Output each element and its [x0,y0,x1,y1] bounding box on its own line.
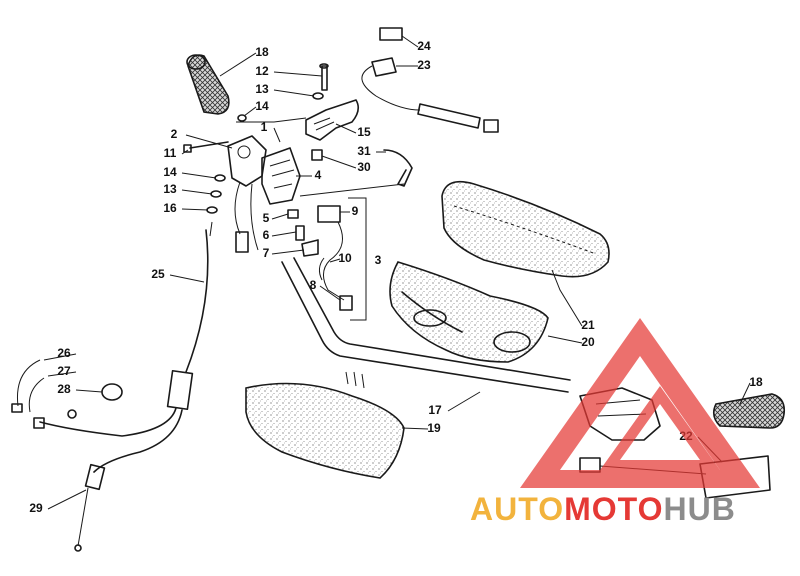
callout-c19: 19 [427,421,441,435]
callout-c18a: 18 [255,45,269,59]
harness-9-10-8 [317,205,353,311]
throttle-clamp-15 [305,99,360,141]
bracket-3 [348,197,367,321]
callout-c29: 29 [29,501,43,515]
watermark-logo-icon [520,318,760,488]
callout-c20: 20 [581,335,595,349]
handlebar-pad-19 [245,382,405,479]
cable-23 [361,27,499,133]
watermark-auto: AUTO [470,491,564,527]
watermark-brand: AUTOMOTOHUB [470,491,736,527]
callout-c13a: 13 [255,82,269,96]
callout-c24: 24 [417,39,431,53]
callout-c12: 12 [255,64,269,78]
callout-c21: 21 [581,318,595,332]
callout-c30: 30 [357,160,371,174]
riser-block-20 [389,261,549,363]
callout-c26: 26 [57,346,71,360]
callout-c13b: 13 [163,182,177,196]
callout-c15: 15 [357,125,371,139]
callout-c10: 10 [338,251,352,265]
callout-c1: 1 [261,120,268,134]
callout-c14a: 14 [255,99,269,113]
callout-c5: 5 [263,211,270,225]
throttle-housing [227,135,301,205]
callout-c6: 6 [263,228,270,242]
callout-c23: 23 [417,58,431,72]
callout-c2: 2 [171,127,178,141]
cable-end-29 [74,463,106,552]
bolt-11 [183,141,229,153]
callout-c3: 3 [375,253,382,267]
watermark-hub: HUB [663,491,735,527]
callout-c16: 16 [163,201,177,215]
callout-c14b: 14 [163,165,177,179]
callout-c7: 7 [263,246,270,260]
screw-30 [311,149,323,161]
cable-25 [39,221,213,473]
callout-c28: 28 [57,382,71,396]
callout-c25: 25 [151,267,165,281]
callout-c9: 9 [352,204,359,218]
right-grip [712,393,786,429]
callout-c17: 17 [428,403,442,417]
handlebar-bag-21 [441,180,610,278]
callout-c31: 31 [357,144,371,158]
handlebar-17 [281,257,571,393]
callout-c11: 11 [164,146,177,160]
watermark-moto: MOTO [564,491,663,527]
callout-c4: 4 [315,168,322,182]
leader-lines [43,35,751,510]
left-grip [186,54,230,115]
switch-wiring-left [234,181,259,253]
callout-c18b: 18 [749,375,763,389]
bracket-31 [383,149,413,187]
callout-c8: 8 [310,278,317,292]
callout-c27: 27 [57,364,71,378]
